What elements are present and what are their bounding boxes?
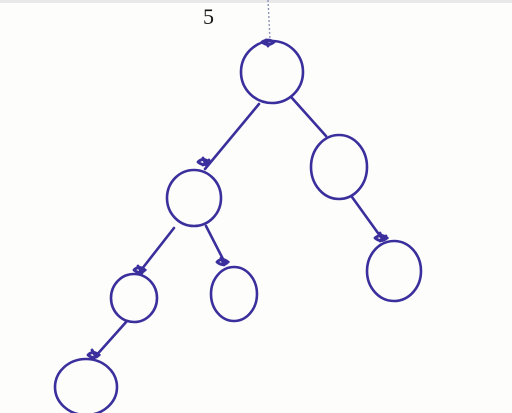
edge-root-to-left-child [203,102,261,171]
tree-node-left-left-left-child [53,357,119,413]
tree-node-left-child [165,168,223,228]
pencil-trace [267,0,271,41]
edge-right-child-to-right-left-child [350,195,385,242]
arrowhead-left-right-child [215,256,231,267]
tree-node-right-child [309,133,369,201]
tree-node-root [239,39,305,105]
edge-left-child-to-left-right-child [204,224,227,265]
edge-left-child-to-left-left-child [136,226,176,276]
tree-node-right-left-child [365,239,423,303]
arrowhead-right-left-child [373,231,390,243]
tree-node-left-left-child [109,272,159,324]
scan-edge [0,0,512,3]
edge-left-left-child-to-left-left-left-child [92,319,129,360]
tree-nodes [53,39,423,413]
tree-node-left-right-child [209,265,259,323]
edge-root-to-right-child [290,96,328,138]
arrowhead-left-left-left-child [86,348,102,359]
arrowhead-left-child [196,156,212,167]
tree-edges [92,96,385,360]
arrowhead-left-left-child [132,264,148,275]
page-number: 5 [203,4,214,29]
